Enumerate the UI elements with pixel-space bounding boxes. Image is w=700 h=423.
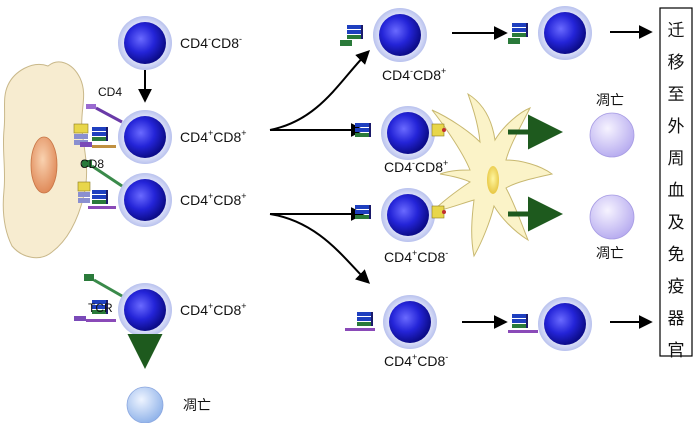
cell-double-negative — [118, 16, 172, 70]
apoptotic-cell-mid2 — [589, 194, 635, 240]
label-right-mid1: CD4-CD8+ — [384, 158, 448, 175]
tcr-label: TCR — [88, 301, 113, 315]
destination-text: 迁移至外周血及免疫器官 — [668, 21, 685, 361]
label-right-bottom: CD4+CD8- — [384, 352, 448, 369]
dendritic-nucleus — [487, 166, 499, 194]
thymic-epithelial-cell — [2, 61, 88, 259]
label-top-cell: CD4-CD8- — [180, 34, 242, 51]
cell-double-positive-2 — [82, 160, 172, 227]
cd8-receptor — [80, 142, 92, 147]
cell-double-positive-3 — [74, 274, 172, 337]
cd4-label: CD4 — [98, 85, 122, 99]
dendritic-cell — [430, 92, 554, 258]
apoptosis-label-bottom: 凋亡 — [183, 397, 211, 413]
cell-right-mid2 — [355, 188, 446, 242]
label-dp-cell-1: CD4+CD8+ — [180, 128, 247, 145]
cell-double-positive-1 — [80, 104, 172, 164]
label-right-mid2: CD4+CD8- — [384, 248, 448, 265]
arrow-to-right-top — [269, 50, 370, 131]
cell-right-mid1 — [355, 106, 446, 160]
label-dp-cell-2: CD4+CD8+ — [180, 191, 247, 208]
cell-right-bottom-a — [345, 295, 437, 349]
epithelial-nucleus — [30, 136, 58, 194]
cell-right-top-b — [508, 6, 592, 60]
cell-right-top-a — [340, 8, 427, 62]
apoptosis-label-mid1: 凋亡 — [596, 92, 624, 108]
cd4-receptor — [95, 106, 123, 124]
apoptotic-cell-bottom — [126, 386, 164, 423]
label-right-top: CD4-CD8+ — [382, 66, 446, 83]
apoptosis-label-mid2: 凋亡 — [596, 245, 624, 261]
arrow-to-right-bottom — [269, 213, 371, 284]
destination-box-text: 迁移至外周血及免疫器官 — [668, 21, 685, 361]
label-dp-cell-3: CD4+CD8+ — [180, 301, 247, 318]
apoptotic-cell-mid1 — [589, 112, 635, 158]
cd8-label: CD8 — [80, 157, 104, 171]
destination-box — [659, 7, 693, 357]
cell-right-bottom-b — [508, 297, 592, 351]
